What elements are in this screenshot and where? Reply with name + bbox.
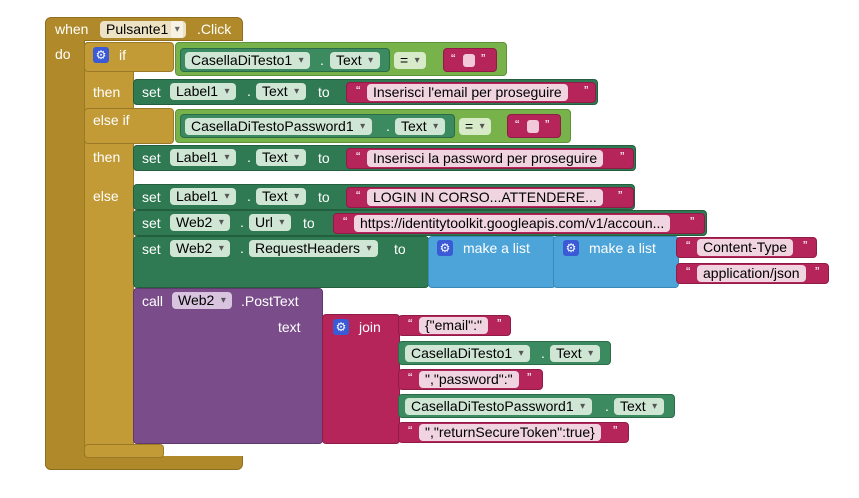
when-label: when — [55, 21, 89, 37]
elseif-label: else if — [93, 112, 130, 128]
item1-quote-close: ” — [803, 238, 808, 253]
cond2-component-dropdown[interactable]: CasellaDiTestoPassword1 — [185, 118, 372, 135]
make-list-inner-label: make a list — [589, 240, 656, 256]
item2-text-value[interactable]: application/json — [697, 265, 806, 282]
set3-to: to — [318, 189, 330, 205]
set5-prop-dropdown[interactable]: RequestHeaders — [249, 240, 379, 257]
part4-dot: . — [605, 398, 609, 414]
event-component-dropdown[interactable]: Pulsante1 — [100, 21, 187, 38]
set2-quote-open: “ — [356, 149, 361, 164]
make-list-outer-label: make a list — [463, 240, 530, 256]
set2-text-value[interactable]: Inserisci la password per proseguire — [367, 150, 604, 167]
set1-set: set — [142, 84, 161, 100]
call-text-socket-label: text — [278, 319, 301, 335]
else-label: else — [93, 188, 119, 204]
set2-set: set — [142, 150, 161, 166]
set2-prop-dropdown[interactable]: Text — [256, 149, 306, 166]
cond2-prop-dropdown[interactable]: Text — [395, 118, 445, 135]
call-web2-posttext-block[interactable] — [133, 288, 323, 444]
elseif-header — [84, 108, 174, 144]
item2-quote-open: “ — [686, 264, 691, 279]
then-label-2: then — [93, 149, 121, 165]
set3-quote-open: “ — [356, 188, 361, 203]
set1-prop-dropdown[interactable]: Text — [256, 83, 306, 100]
cond1-operator-dropdown[interactable]: = — [394, 52, 427, 69]
set4-text-value[interactable]: https://identitytoolkit.googleapis.com/v… — [354, 215, 671, 232]
cond2-quote-open: “ — [515, 117, 520, 132]
cond1-quote-close: ” — [481, 51, 486, 66]
set4-quote-close: ” — [690, 214, 695, 229]
set4-prop-dropdown[interactable]: Url — [249, 214, 291, 231]
item1-text-value[interactable]: Content-Type — [697, 239, 794, 256]
cond1-dot: . — [320, 52, 324, 68]
part4-component-dropdown[interactable]: CasellaDiTestoPassword1 — [405, 398, 592, 415]
make-list-outer-gear-icon[interactable]: ⚙ — [437, 240, 453, 256]
if-label: if — [119, 47, 126, 63]
event-footer — [45, 456, 243, 470]
set3-dot: . — [247, 188, 251, 204]
cond1-empty-string — [463, 54, 475, 67]
part1-quote-close: ” — [497, 316, 502, 331]
set2-to: to — [318, 150, 330, 166]
set4-to: to — [303, 215, 315, 231]
part3-quote-open: “ — [408, 370, 413, 385]
join-part1-value[interactable]: {"email":" — [419, 317, 488, 334]
part2-dot: . — [541, 345, 545, 361]
set4-dot: . — [240, 214, 244, 230]
cond2-quote-close: ” — [545, 117, 550, 132]
set3-component-dropdown[interactable]: Label1 — [170, 188, 237, 205]
item1-quote-open: “ — [686, 238, 691, 253]
cond1-component-dropdown[interactable]: CasellaDiTesto1 — [185, 52, 311, 69]
set1-quote-open: “ — [356, 83, 361, 98]
part2-prop-dropdown[interactable]: Text — [550, 345, 600, 362]
part5-quote-open: “ — [408, 423, 413, 438]
set5-component-dropdown[interactable]: Web2 — [170, 240, 231, 257]
set2-dot: . — [247, 149, 251, 165]
cond2-dot: . — [386, 118, 390, 134]
if-footer — [84, 444, 164, 458]
part3-quote-close: ” — [527, 370, 532, 385]
join-label: join — [359, 319, 381, 335]
set4-set: set — [142, 215, 161, 231]
set3-quote-close: ” — [618, 188, 623, 203]
set4-quote-open: “ — [343, 214, 348, 229]
set3-prop-dropdown[interactable]: Text — [256, 188, 306, 205]
event-body-frame — [45, 40, 85, 470]
make-list-inner-gear-icon[interactable]: ⚙ — [563, 240, 579, 256]
join-part3-value[interactable]: ","password":" — [419, 371, 519, 388]
call-component-dropdown[interactable]: Web2 — [172, 292, 233, 309]
set5-to: to — [394, 241, 406, 257]
item2-quote-close: ” — [815, 264, 820, 279]
set1-quote-close: ” — [584, 83, 589, 98]
join-mutator-gear-icon[interactable]: ⚙ — [333, 319, 349, 335]
join-block[interactable] — [322, 314, 400, 444]
set3-text-value[interactable]: LOGIN IN CORSO...ATTENDERE... — [367, 189, 603, 206]
event-name-label: .Click — [197, 21, 232, 37]
set2-component-dropdown[interactable]: Label1 — [170, 149, 237, 166]
set5-set: set — [142, 241, 161, 257]
set1-to: to — [318, 84, 330, 100]
cond2-operator-dropdown[interactable]: = — [459, 118, 492, 135]
join-part5-value[interactable]: ","returnSecureToken":true} — [419, 424, 601, 441]
cond1-quote-open: “ — [451, 51, 456, 66]
call-method-label: .PostText — [241, 293, 299, 309]
set3-set: set — [142, 189, 161, 205]
set1-text-value[interactable]: Inserisci l'email per proseguire — [367, 84, 568, 101]
cond1-prop-dropdown[interactable]: Text — [330, 52, 380, 69]
set4-component-dropdown[interactable]: Web2 — [170, 214, 231, 231]
if-mutator-gear-icon[interactable]: ⚙ — [93, 47, 109, 63]
set1-component-dropdown[interactable]: Label1 — [170, 83, 237, 100]
part5-quote-close: ” — [613, 423, 618, 438]
part4-prop-dropdown[interactable]: Text — [614, 398, 664, 415]
part2-component-dropdown[interactable]: CasellaDiTesto1 — [405, 345, 531, 362]
set2-quote-close: ” — [620, 149, 625, 164]
then-label-1: then — [93, 84, 121, 100]
if-block[interactable] — [84, 42, 134, 458]
part1-quote-open: “ — [408, 316, 413, 331]
set1-dot: . — [247, 83, 251, 99]
call-label: call — [142, 293, 164, 309]
cond2-empty-string — [527, 120, 539, 133]
do-label: do — [55, 46, 71, 62]
set5-dot: . — [240, 240, 244, 256]
